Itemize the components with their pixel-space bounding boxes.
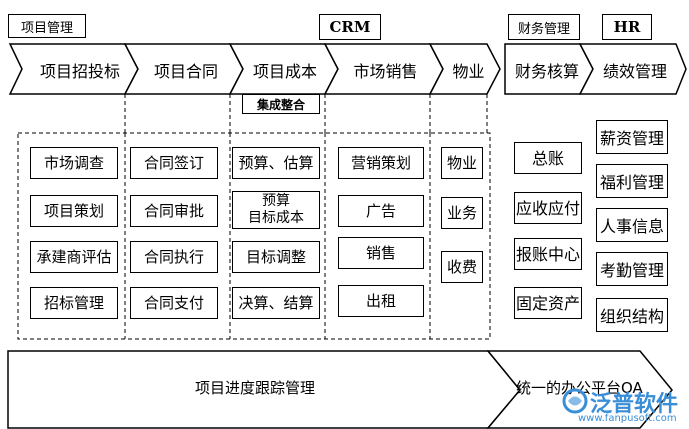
chevron-hr <box>578 43 687 95</box>
box-tender-management: 招标管理 <box>30 287 118 319</box>
progress-tracking-label: 项目进度跟踪管理 <box>194 379 315 397</box>
box-property: 物业 <box>441 147 483 179</box>
box-target-adjustment: 目标调整 <box>232 241 320 273</box>
box-receivables-payables: 应收应付 <box>514 192 582 224</box>
oa-arrow <box>486 350 673 429</box>
box-marketing-planning: 营销策划 <box>338 147 424 179</box>
process-performance: 绩效管理 <box>602 62 667 81</box>
logo-url: www.fanpusoft.com <box>578 413 677 424</box>
process-property: 物业 <box>452 62 485 81</box>
box-sales: 销售 <box>338 237 424 269</box>
project-management-header: 项目管理 <box>8 14 86 38</box>
process-sales: 市场销售 <box>353 62 418 81</box>
box-market-research: 市场调查 <box>30 147 118 179</box>
box-payroll: 薪资管理 <box>596 120 668 154</box>
box-expense-center: 报账中心 <box>514 238 582 270</box>
box-welfare: 福利管理 <box>596 164 668 198</box>
box-personnel-info: 人事信息 <box>596 208 668 242</box>
integration-tab: 集成整合 <box>242 94 320 114</box>
box-business: 业务 <box>441 197 483 229</box>
box-org-structure: 组织结构 <box>596 298 668 332</box>
box-attendance: 考勤管理 <box>596 252 668 286</box>
box-contract-signing: 合同签订 <box>130 147 218 179</box>
box-contract-payment: 合同支付 <box>130 287 218 319</box>
logo-name: 泛普软件 <box>590 392 679 417</box>
process-finance: 财务核算 <box>514 62 579 81</box>
oa-platform-label: 统一的办公平台OA <box>516 379 643 397</box>
process-cost: 项目成本 <box>252 62 317 81</box>
box-target-cost: 预算 目标成本 <box>232 191 320 229</box>
box-contract-execution: 合同执行 <box>130 241 218 273</box>
box-contract-approval: 合同审批 <box>130 195 218 227</box>
crm-header: CRM <box>319 14 381 40</box>
box-advertising: 广告 <box>338 195 424 227</box>
box-leasing: 出租 <box>338 285 424 317</box>
hr-header: HR <box>602 14 652 40</box>
box-charges: 收费 <box>441 251 483 283</box>
fanpu-logo-icon <box>562 388 588 414</box>
box-general-ledger: 总账 <box>514 142 582 174</box>
box-budget-estimate: 预算、估算 <box>232 147 320 179</box>
box-project-planning: 项目策划 <box>30 195 118 227</box>
finance-management-header: 财务管理 <box>508 14 580 40</box>
box-fixed-assets: 固定资产 <box>514 287 582 319</box>
box-contractor-evaluation: 承建商评估 <box>30 241 118 273</box>
box-final-settlement: 决算、结算 <box>232 287 320 319</box>
process-bidding: 项目招投标 <box>39 62 120 81</box>
process-contract: 项目合同 <box>153 62 218 81</box>
